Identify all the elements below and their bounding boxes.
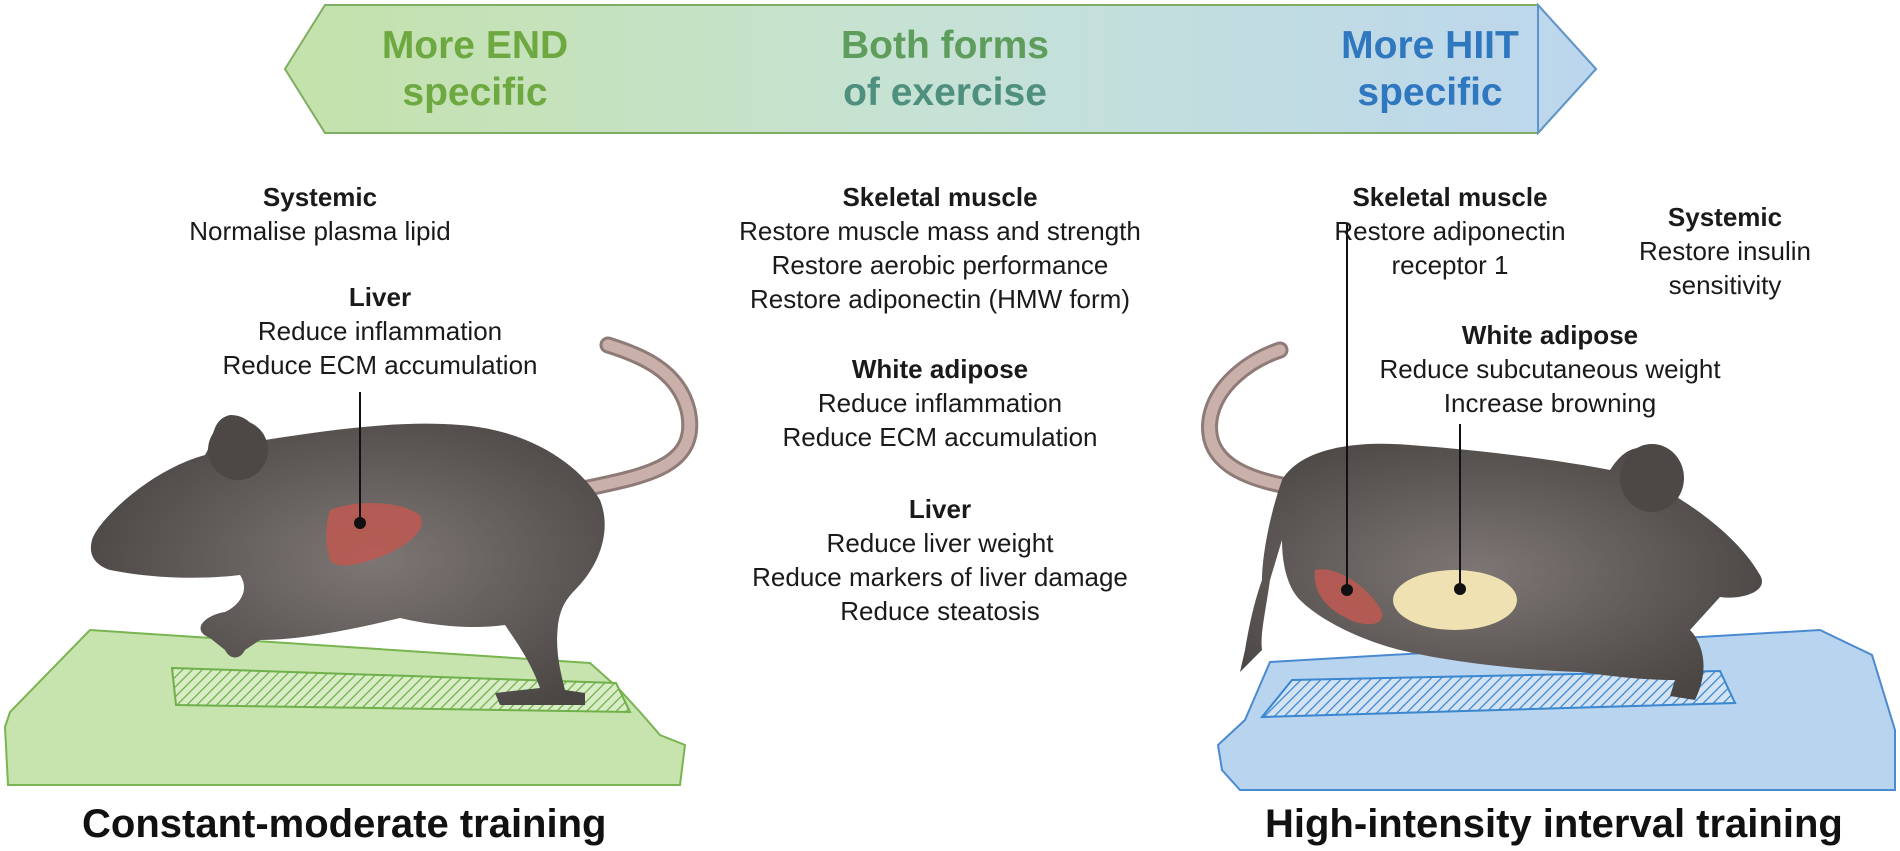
left-mouse-tail [579, 336, 699, 497]
left-liver-pointer-dot [354, 517, 366, 529]
right-treadmill [1216, 628, 1896, 791]
right-muscle-pointer-dot [1341, 584, 1353, 596]
hiit-muscle-block: Skeletal muscle Restore adiponectin rece… [1334, 182, 1566, 280]
right-muscle-organ [1314, 569, 1383, 625]
right-mouse-tail-inner [1204, 344, 1298, 493]
end-liver-block: Liver Reduce inflammation Reduce ECM acc… [222, 282, 538, 380]
end-systemic-block: Systemic Normalise plasma lipid [189, 182, 451, 246]
banner-label-both: Both forms of exercise [841, 24, 1049, 114]
both-liver-block: Liver Reduce liver weight Reduce markers… [752, 494, 1128, 626]
right-mouse [1201, 224, 1762, 700]
left-treadmill [3, 628, 687, 786]
right-mouse-ear [1620, 444, 1684, 512]
both-adipose-block: White adipose Reduce inflammation Reduce… [782, 354, 1098, 452]
banner-label-end: More END specific [381, 24, 569, 114]
left-mouse [90, 336, 699, 705]
right-mouse-body [1240, 443, 1762, 700]
banner-label-hiit: More HIIT specific [1341, 24, 1519, 114]
banner-arrow-right-edge [1537, 2, 1598, 136]
left-mouse-tail-inner [582, 339, 696, 494]
left-mouse-ear [208, 420, 268, 480]
caption-hiit: High-intensity interval training [1265, 802, 1843, 846]
right-adipose-organ [1393, 570, 1517, 630]
caption-constant-moderate: Constant-moderate training [82, 802, 607, 846]
both-muscle-block: Skeletal muscle Restore muscle mass and … [739, 182, 1141, 314]
hiit-systemic-block: Systemic Restore insulin sensitivity [1639, 202, 1811, 300]
right-adipose-pointer-dot [1454, 583, 1466, 595]
hiit-adipose-block: White adipose Reduce subcutaneous weight… [1379, 320, 1721, 418]
left-liver-organ [326, 503, 422, 566]
